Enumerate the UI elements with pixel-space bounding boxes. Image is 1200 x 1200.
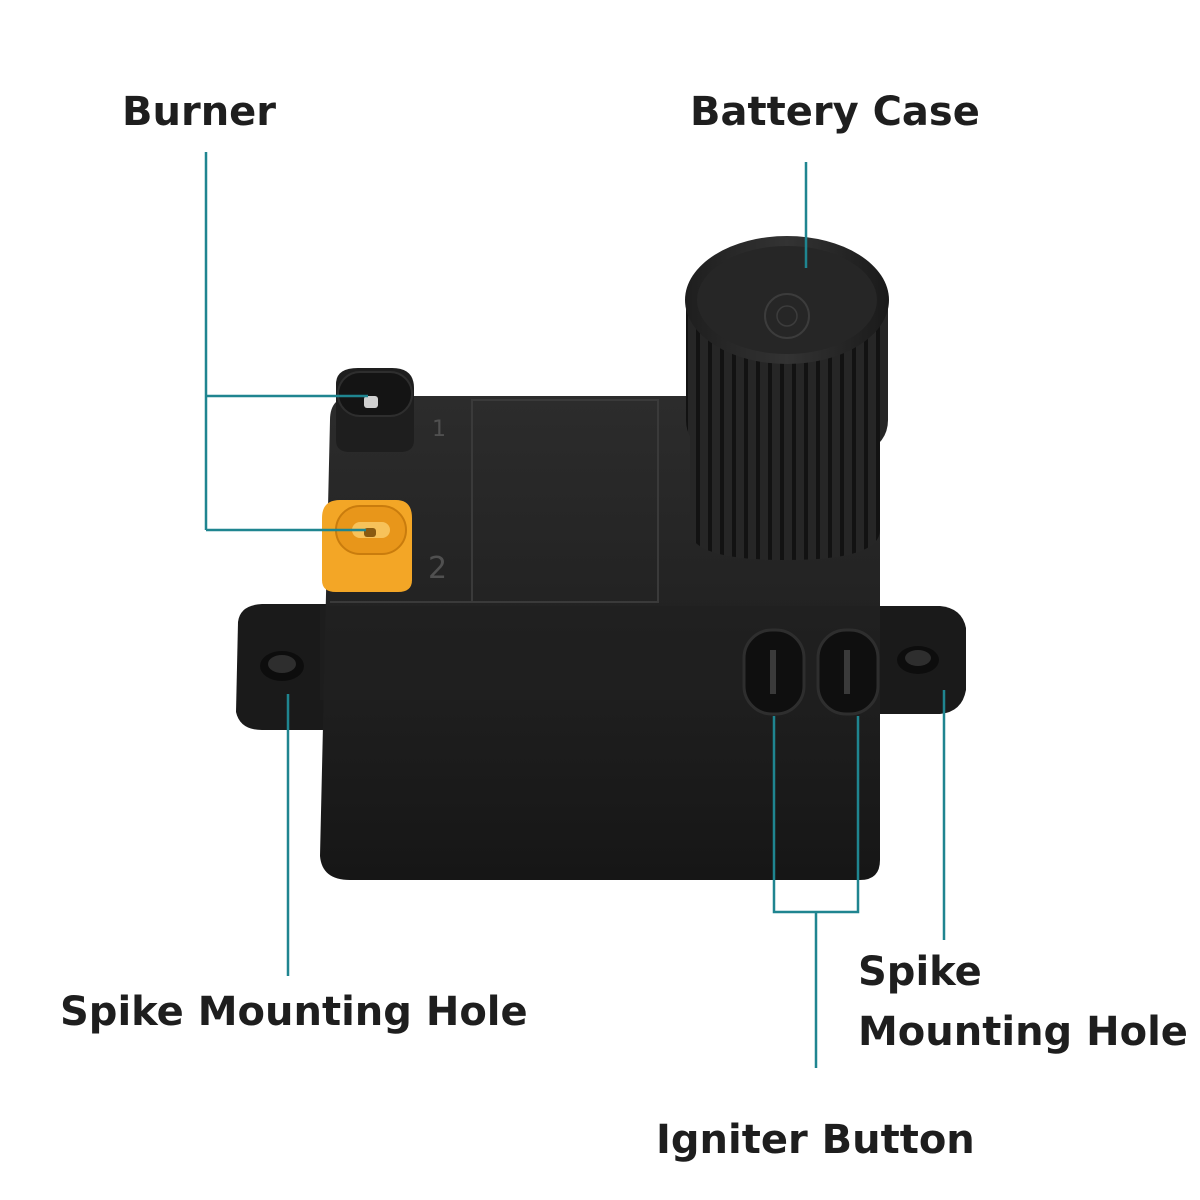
spike-label-line-2: Mounting Hole — [858, 1009, 1188, 1055]
port-1-number: 1 — [432, 417, 446, 442]
left-mounting-flange — [236, 604, 330, 730]
battery-case — [685, 236, 889, 560]
port-1-connector — [336, 368, 414, 452]
burner-label: Burner — [122, 89, 277, 135]
burner-leader — [204, 152, 368, 532]
spike-label-line-1: Spike — [858, 949, 982, 995]
cap-emblem-icon — [764, 293, 810, 339]
igniter-button-label: Igniter Button — [656, 1117, 975, 1163]
port-2-number: 2 — [428, 551, 447, 586]
port-2-connector — [322, 500, 412, 592]
igniter-button-leader — [772, 716, 860, 1068]
spike-mounting-hole-left-label: Spike Mounting Hole — [60, 989, 528, 1035]
leader-lines — [204, 152, 946, 1068]
right-mounting-flange — [870, 606, 966, 714]
spike-mounting-hole-right-label: Spike Mounting Hole — [858, 948, 1188, 1056]
igniter-button-slots — [742, 628, 880, 716]
battery-case-label: Battery Case — [690, 89, 980, 135]
